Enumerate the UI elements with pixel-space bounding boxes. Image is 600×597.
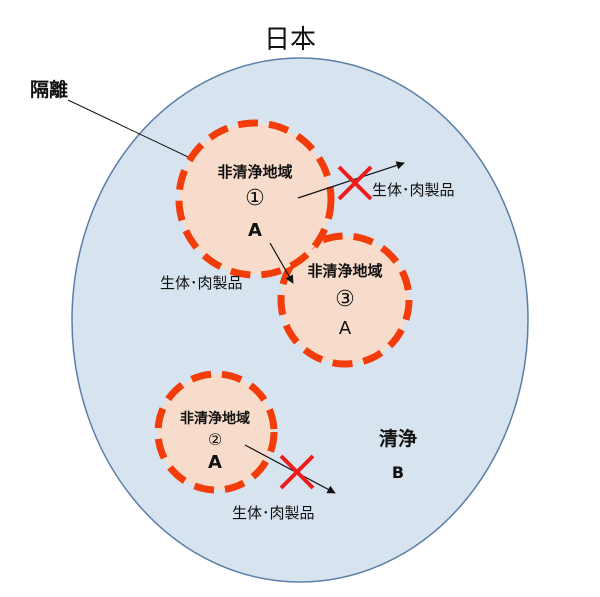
zone-2-number: ② — [208, 430, 222, 449]
clean-area-name: 清浄 — [379, 427, 417, 450]
zone-3-name: 非清浄地域 — [307, 262, 382, 280]
zone-3-number: ③ — [335, 287, 355, 312]
zone-2-grade: A — [208, 452, 222, 473]
blocked-cross-icon — [337, 165, 373, 201]
flow-label-zone1-out: 生体･肉製品 — [372, 181, 455, 199]
clean-area-grade: B — [392, 463, 404, 482]
zone-1-name: 非清浄地域 — [217, 163, 292, 181]
zone-2-name: 非清浄地域 — [180, 410, 250, 427]
isolation-label: 隔離 — [30, 78, 68, 101]
zone-1-number: ① — [245, 186, 265, 211]
zone-1-grade: A — [248, 220, 262, 241]
blocked-cross-icon — [279, 454, 315, 490]
zone-1-boundary — [175, 119, 335, 279]
zone-3-grade: A — [339, 318, 352, 339]
zone-2-boundary — [154, 370, 278, 494]
isolation-leader-line — [67, 99, 206, 166]
country-title: 日本 — [264, 25, 316, 55]
zone-3-boundary — [277, 232, 413, 368]
flow-arrow-zone2-out — [244, 444, 336, 494]
flow-arrow-zone1-to-zone3 — [269, 242, 294, 284]
flow-label-zone1-to-zone3: 生体･肉製品 — [160, 274, 243, 292]
flow-label-zone2-out: 生体･肉製品 — [232, 504, 315, 522]
